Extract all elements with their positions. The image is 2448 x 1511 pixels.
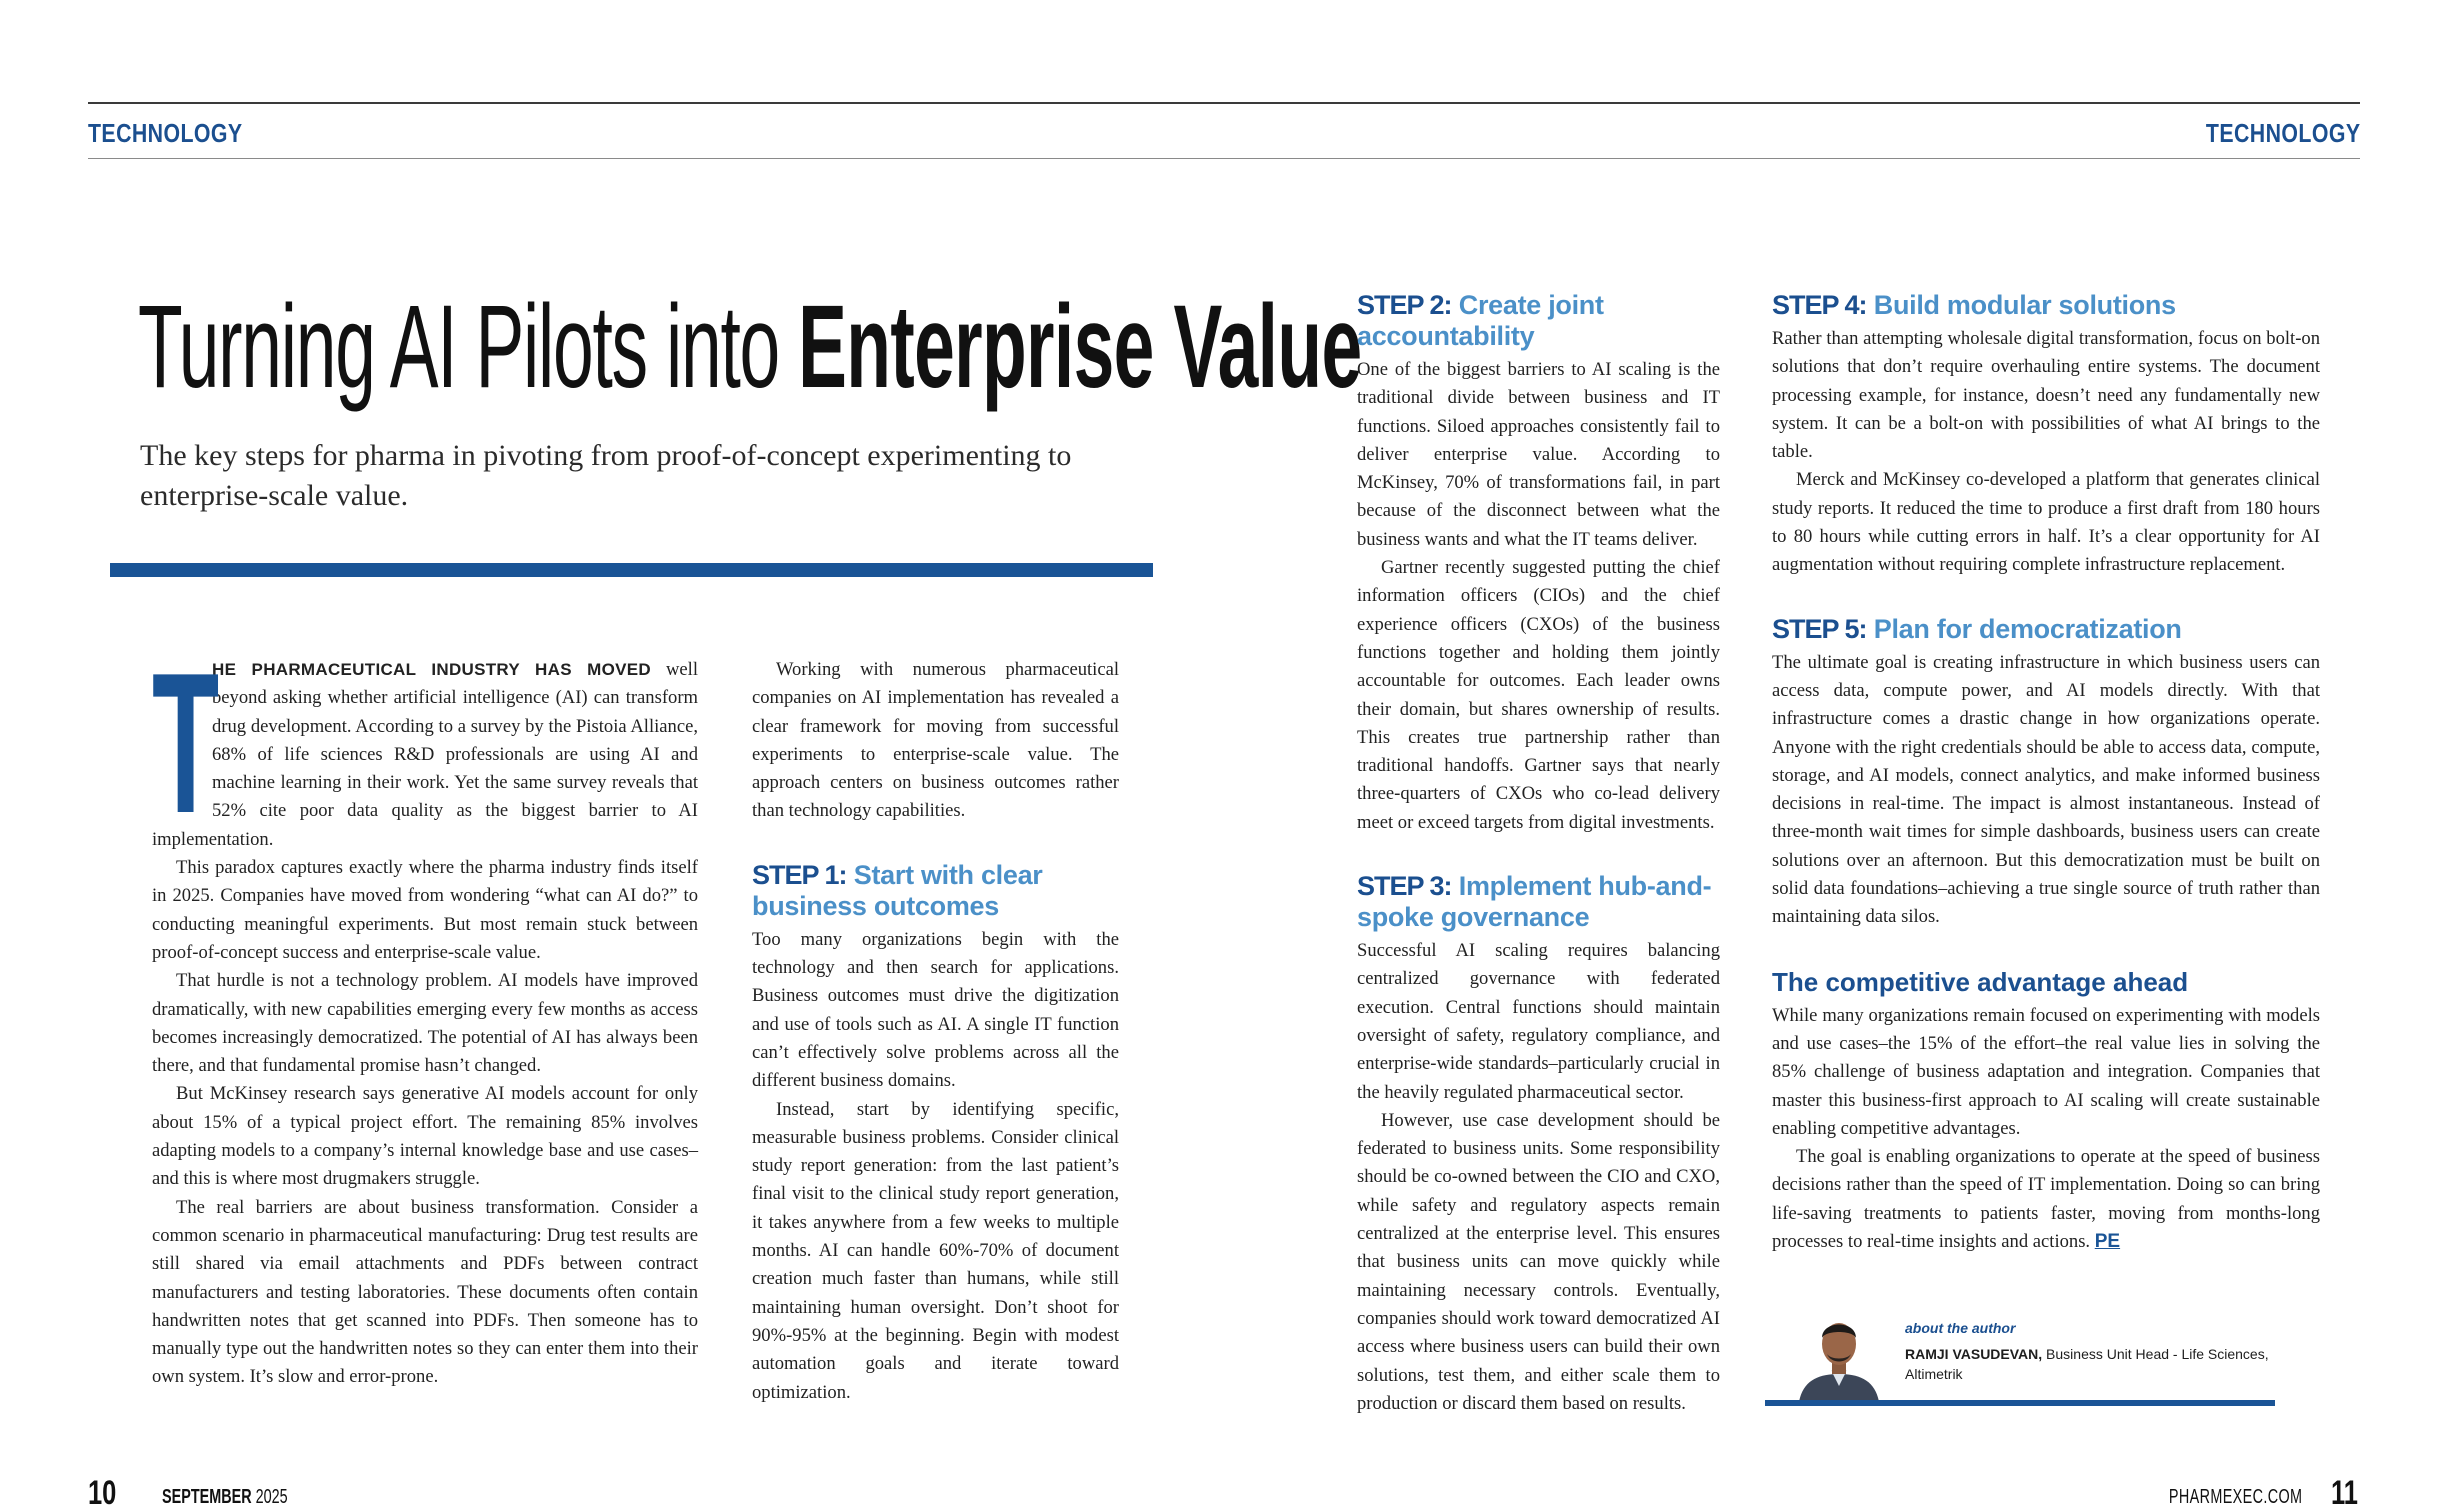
step-3-paragraph-2: However, use case development should be … (1357, 1109, 1720, 1414)
step-3-heading: STEP 3: Implement hub-and-spoke governan… (1357, 871, 1712, 933)
author-box: about the author RAMJI VASUDEVAN, Busine… (1765, 1308, 2275, 1404)
section-label-right: TECHNOLOGY (2205, 118, 2360, 148)
step-5-paragraph-1: The ultimate goal is creating infrastruc… (1772, 651, 2320, 928)
header-top-rule (88, 102, 2360, 104)
step-4-heading: STEP 4: Build modular solutions (1772, 290, 2176, 320)
column-2: Working with numerous pharmaceutical com… (752, 656, 1119, 1407)
author-divider-bar (1765, 1400, 2275, 1406)
article-subtitle: The key steps for pharma in pivoting fro… (140, 439, 1072, 512)
paragraph-3: That hurdle is not a technology problem.… (152, 970, 698, 1077)
step-4-paragraph-2: Merck and McKinsey co-developed a platfo… (1772, 469, 2320, 576)
competitive-paragraph-2: The goal is enabling organizations to op… (1772, 1146, 2320, 1253)
article-title: Turning AI Pilots into Enterprise Value (138, 288, 1362, 406)
author-about-label: about the author (1905, 1320, 2016, 1336)
author-avatar (1795, 1308, 1883, 1402)
issue-date: SEPTEMBER 2025 (162, 1486, 288, 1508)
paragraph-6: Working with numerous pharmaceutical com… (752, 659, 1119, 822)
column-3: STEP 2: Create joint accountability One … (1357, 290, 1720, 1418)
step-5-heading: STEP 5: Plan for democratization (1772, 613, 2182, 644)
header-bottom-rule (88, 158, 2360, 159)
step-1-paragraph-2: Instead, start by identifying specific, … (752, 1098, 1119, 1403)
end-mark: PE (2094, 1231, 2121, 1253)
author-role: Business Unit Head - Life Sciences, Alti… (1905, 1346, 2269, 1382)
title-bold-part: Enterprise Value (798, 281, 1362, 413)
step-2-paragraph-2: Gartner recently suggested putting the c… (1357, 557, 1720, 833)
column-4: STEP 4: Build modular solutions Rather t… (1772, 290, 2320, 1256)
site-url: PHARMEXEC.COM (2168, 1486, 2302, 1508)
page-number-left: 10 (88, 1474, 117, 1511)
paragraph-2: This paradox captures exactly where the … (152, 857, 698, 963)
step-2-paragraph-1: One of the biggest barriers to AI scalin… (1357, 359, 1720, 550)
author-name: RAMJI VASUDEVAN, (1905, 1346, 2043, 1362)
author-photo-icon (1795, 1308, 1883, 1402)
step-1-heading: STEP 1: Start with clear business outcom… (752, 859, 1043, 921)
intro-text: well beyond asking whether artificial in… (152, 659, 698, 850)
paragraph-5: The real barriers are about business tra… (152, 1196, 698, 1388)
section-label-left: TECHNOLOGY (88, 118, 243, 148)
author-info: RAMJI VASUDEVAN, Business Unit Head - Li… (1905, 1344, 2275, 1384)
title-divider-bar (110, 563, 1153, 577)
drop-cap: T (152, 632, 220, 855)
step-1-paragraph-1: Too many organizations begin with the te… (752, 928, 1119, 1092)
title-light-part: Turning AI Pilots into (138, 281, 799, 413)
competitive-paragraph-1: While many organizations remain focused … (1772, 1004, 2320, 1139)
lead-caps: HE PHARMACEUTICAL INDUSTRY HAS MOVED (212, 660, 652, 679)
step-3-paragraph-1: Successful AI scaling requires balancing… (1357, 940, 1720, 1103)
step-4-paragraph-1: Rather than attempting wholesale digital… (1772, 328, 2320, 463)
step-2-heading: STEP 2: Create joint accountability (1357, 290, 1604, 351)
paragraph-4: But McKinsey research says generative AI… (152, 1083, 698, 1190)
competitive-heading: The competitive advantage ahead (1772, 966, 2189, 997)
page-number-right: 11 (2331, 1474, 2358, 1511)
